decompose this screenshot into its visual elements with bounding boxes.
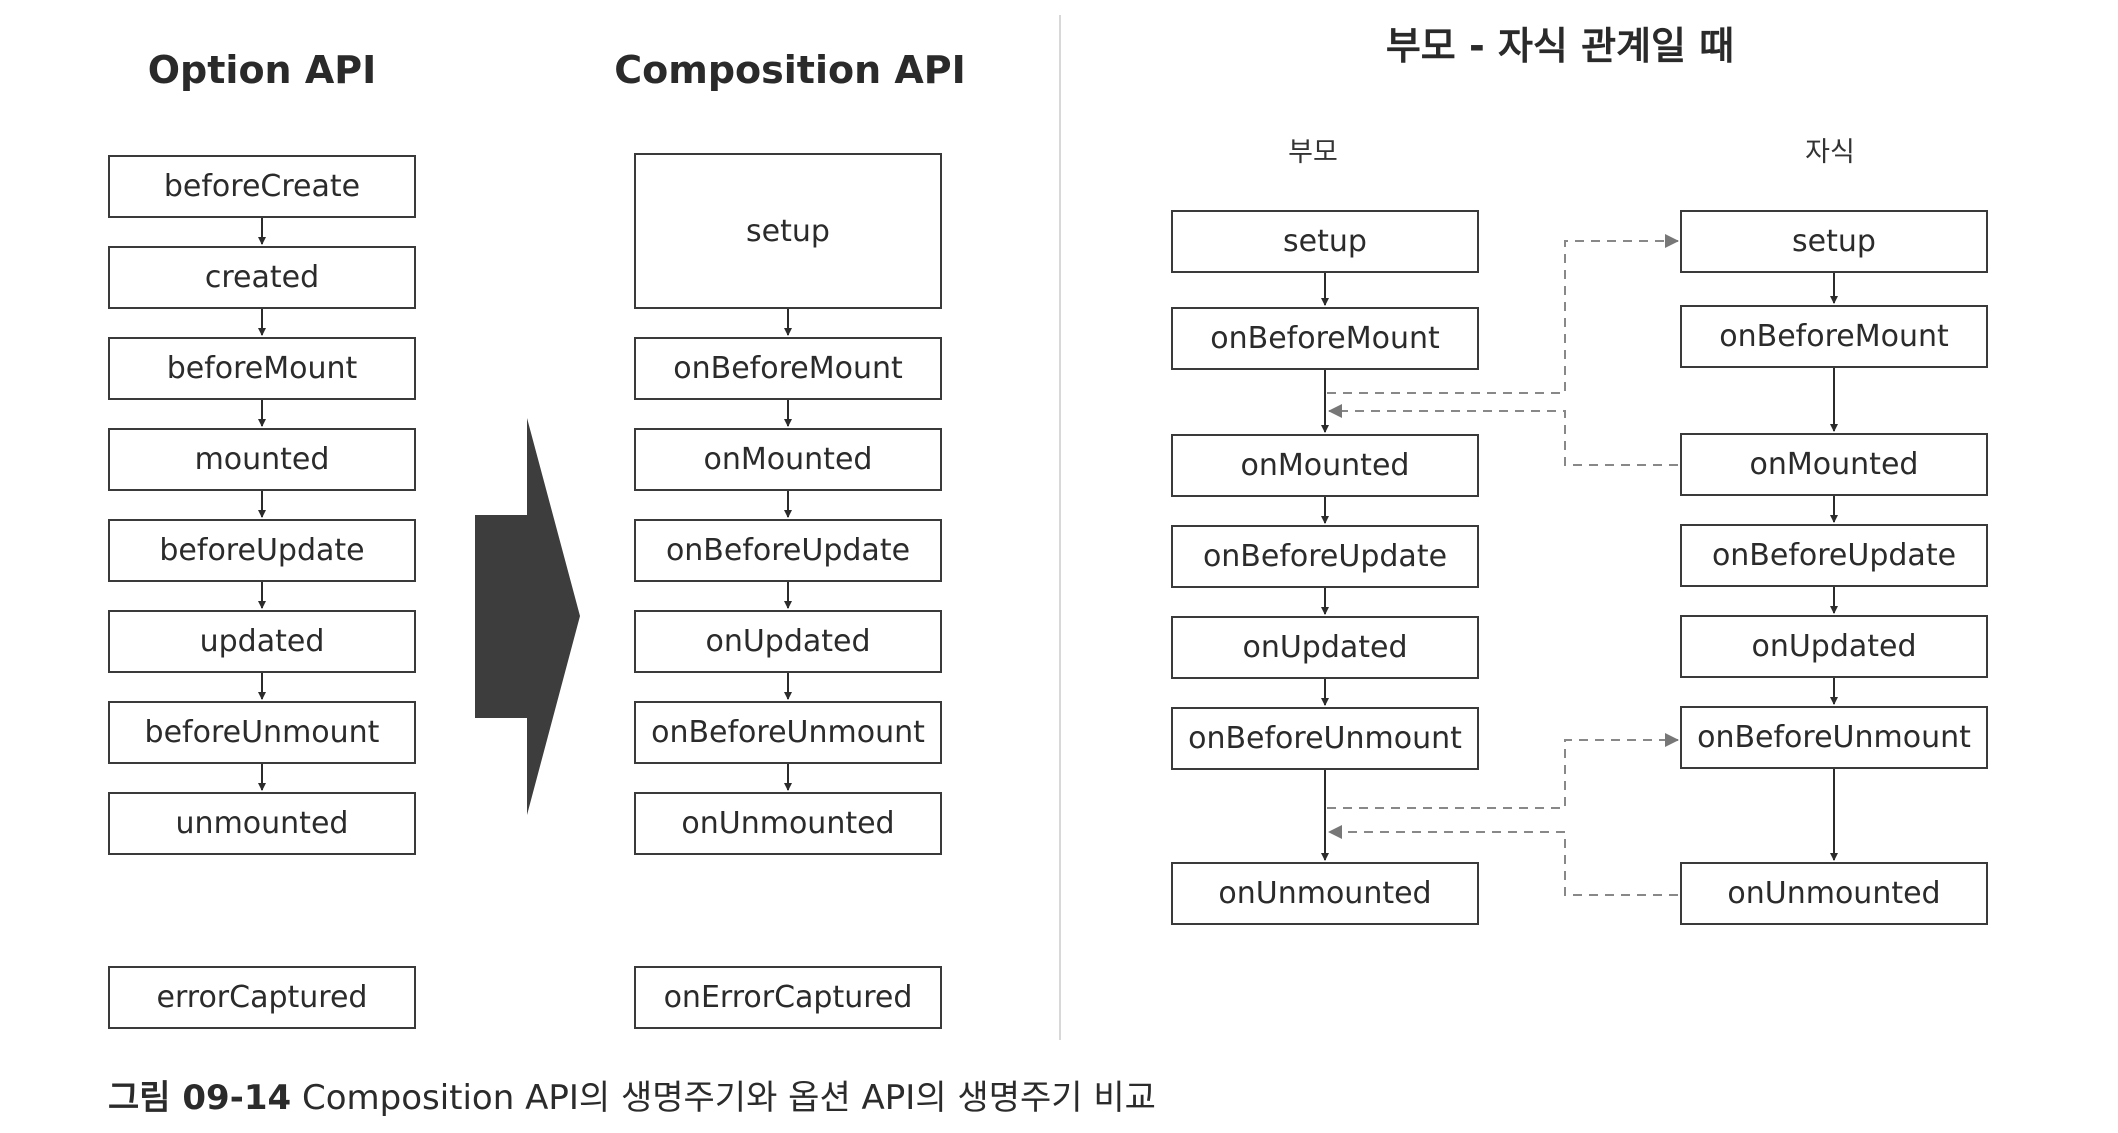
option-hook-created: created (108, 246, 416, 309)
unmount-dashed-to-parent (1328, 825, 1678, 896)
mount-dashed-to-parent (1328, 404, 1678, 466)
unmount-dashed-to-child (1327, 733, 1679, 809)
mount-dashed-to-child (1327, 234, 1679, 394)
composition-hook-on-updated: onUpdated (634, 610, 942, 673)
composition-hook-on-mounted: onMounted (634, 428, 942, 491)
figure-number: 그림 09-14 (108, 1078, 292, 1118)
option-hook-before-mount: beforeMount (108, 337, 416, 400)
composition-hook-on-error-captured: onErrorCaptured (634, 966, 942, 1029)
composition-hook-on-before-mount: onBeforeMount (634, 337, 942, 400)
parent-hook-setup: setup (1171, 210, 1479, 273)
option-hook-before-unmount: beforeUnmount (108, 701, 416, 764)
parent-column-label: 부모 (1288, 137, 1338, 168)
child-hook-on-unmounted: onUnmounted (1680, 862, 1988, 925)
parent-hook-on-before-update: onBeforeUpdate (1171, 525, 1479, 588)
parent-hook-on-mounted: onMounted (1171, 434, 1479, 497)
option-api-title: Option API (147, 48, 377, 92)
child-hook-on-before-mount: onBeforeMount (1680, 305, 1988, 368)
child-hook-on-updated: onUpdated (1680, 615, 1988, 678)
composition-hook-on-before-unmount: onBeforeUnmount (634, 701, 942, 764)
parent-hook-on-before-mount: onBeforeMount (1171, 307, 1479, 370)
figure-caption: 그림 09-14 Composition API의 생명주기와 옵션 API의 … (108, 1070, 1156, 1119)
option-hook-mounted: mounted (108, 428, 416, 491)
option-hook-before-create: beforeCreate (108, 155, 416, 218)
option-hook-unmounted: unmounted (108, 792, 416, 855)
big-transition-arrow (475, 418, 580, 815)
option-hook-error-captured: errorCaptured (108, 966, 416, 1029)
child-hook-on-mounted: onMounted (1680, 433, 1988, 496)
composition-hook-setup: setup (634, 153, 942, 309)
child-hook-on-before-update: onBeforeUpdate (1680, 524, 1988, 587)
parent-hook-on-updated: onUpdated (1171, 616, 1479, 679)
composition-hook-on-unmounted: onUnmounted (634, 792, 942, 855)
option-hook-updated: updated (108, 610, 416, 673)
figure-caption-text: Composition API의 생명주기와 옵션 API의 생명주기 비교 (301, 1078, 1156, 1118)
option-hook-before-update: beforeUpdate (108, 519, 416, 582)
child-hook-setup: setup (1680, 210, 1988, 273)
composition-hook-on-before-update: onBeforeUpdate (634, 519, 942, 582)
child-hook-on-before-unmount: onBeforeUnmount (1680, 706, 1988, 769)
parent-hook-on-unmounted: onUnmounted (1171, 862, 1479, 925)
child-column-label: 자식 (1805, 137, 1855, 168)
parent-child-title: 부모 - 자식 관계일 때 (1385, 24, 1735, 68)
parent-hook-on-before-unmount: onBeforeUnmount (1171, 707, 1479, 770)
composition-api-title: Composition API (614, 48, 966, 92)
